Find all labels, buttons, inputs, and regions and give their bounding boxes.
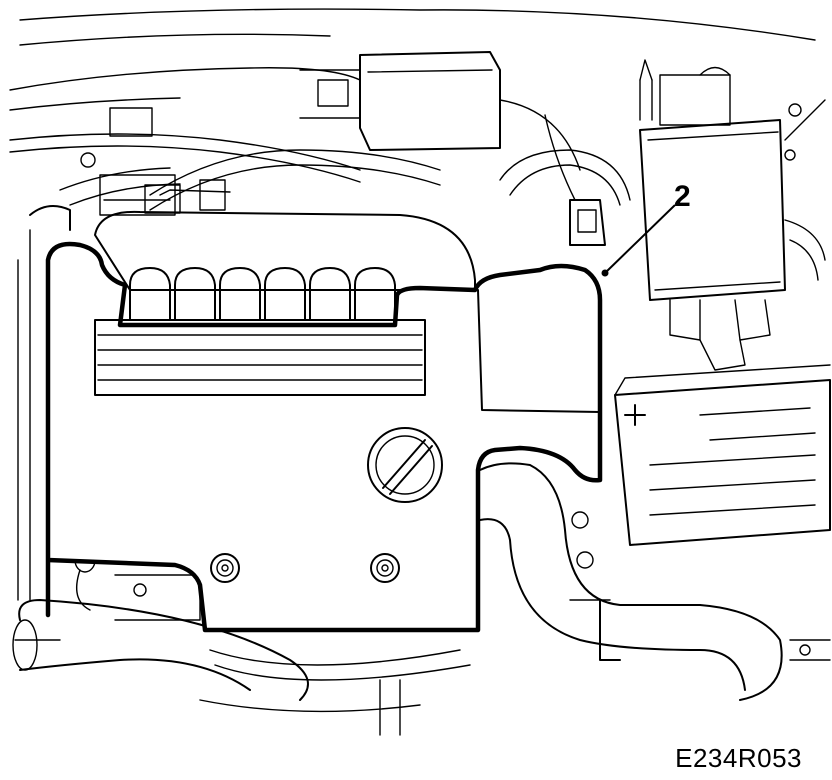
cover-bolt-right <box>370 553 400 583</box>
engine-cover <box>45 241 603 633</box>
intake-manifold <box>94 179 476 321</box>
callout-2-label: 2 <box>674 180 691 213</box>
callout-2-dot <box>601 269 609 277</box>
callout-2: 2 <box>601 180 691 277</box>
callout-2-leader <box>604 204 676 274</box>
cover-bolt-left <box>210 553 240 583</box>
figure-code: E234R053 <box>675 743 802 773</box>
ribbed-panel <box>94 319 426 396</box>
engine-bay-diagram: 2 <box>9 8 831 736</box>
background-linework <box>9 8 831 736</box>
oil-filler-cap <box>367 427 443 503</box>
